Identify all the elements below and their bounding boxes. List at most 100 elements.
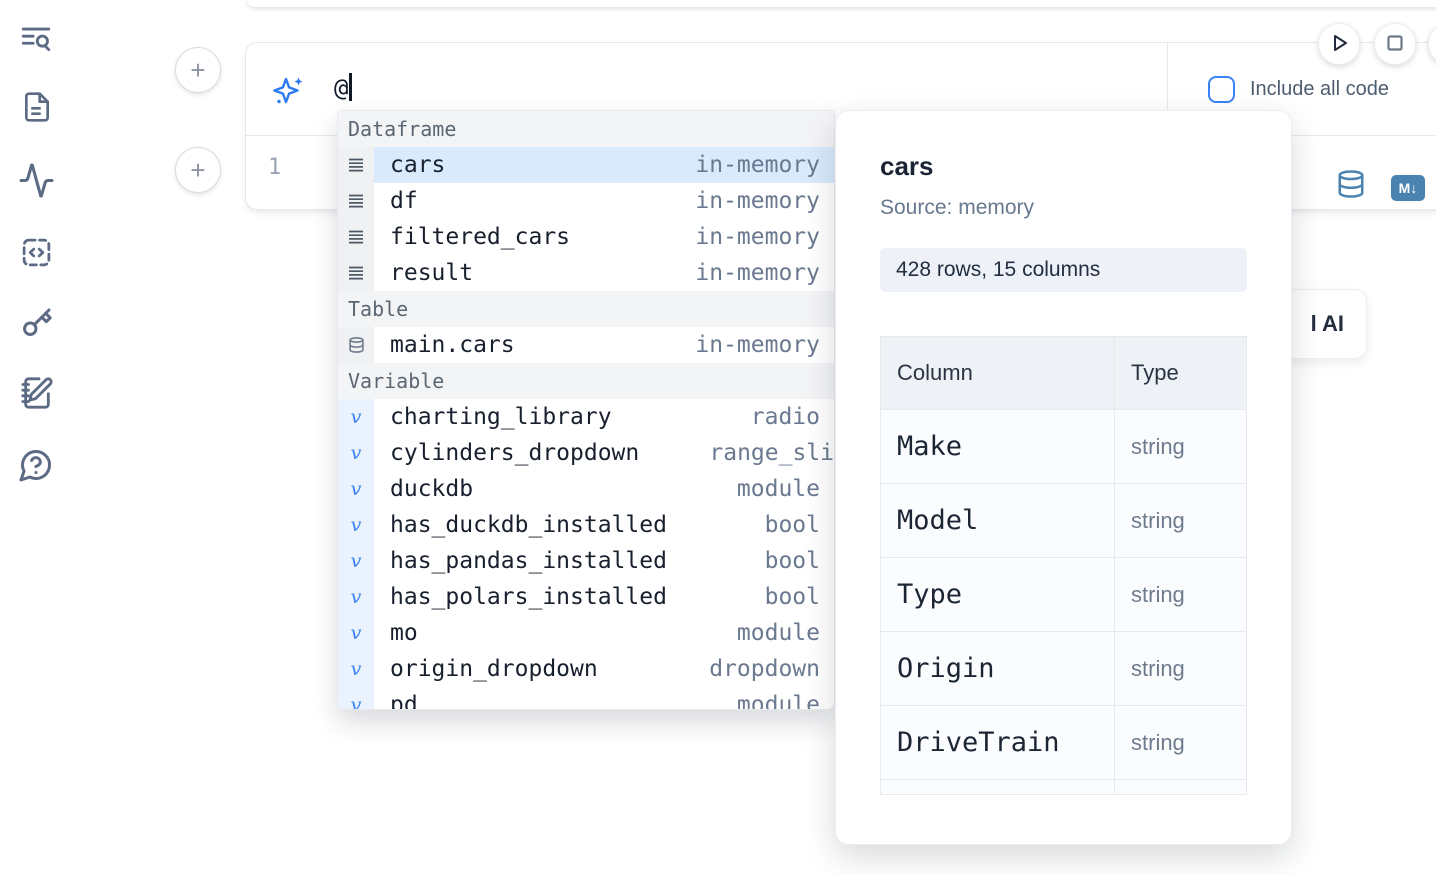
item-type: range_sli bbox=[709, 440, 834, 466]
item-type: module bbox=[736, 476, 820, 502]
variable-icon: v bbox=[338, 543, 374, 579]
schema-column-type: string bbox=[1114, 706, 1246, 779]
autocomplete-item-main-cars[interactable]: main.cars in-memory bbox=[338, 327, 834, 363]
previous-cell-bottom-edge bbox=[245, 0, 1436, 8]
autocomplete-item-has-duckdb-installed[interactable]: v has_duckdb_installed bool bbox=[338, 507, 834, 543]
add-cell-above-button[interactable]: + bbox=[175, 47, 221, 93]
ai-prompt-input[interactable]: @ bbox=[334, 73, 352, 102]
key-icon bbox=[19, 304, 55, 340]
item-type: in-memory bbox=[695, 332, 820, 358]
schema-column-name bbox=[881, 780, 1114, 794]
ai-prompt-text: @ bbox=[334, 74, 349, 102]
datasource-preview-panel: cars Source: memory 428 rows, 15 columns… bbox=[835, 110, 1292, 845]
schema-row: DriveTrain string bbox=[881, 705, 1246, 779]
item-name: duckdb bbox=[390, 476, 474, 502]
item-name: filtered_cars bbox=[390, 224, 571, 250]
autocomplete-item-df[interactable]: df in-memory bbox=[338, 183, 834, 219]
item-name: result bbox=[390, 260, 474, 286]
stop-square-icon bbox=[1380, 28, 1410, 61]
item-type: in-memory bbox=[695, 152, 820, 178]
code-editor-row[interactable]: 1 M↓ bbox=[246, 136, 1436, 210]
autocomplete-item-origin-dropdown[interactable]: v origin_dropdown dropdown bbox=[338, 651, 834, 687]
schema-header-column: Column bbox=[897, 360, 973, 385]
line-number: 1 bbox=[268, 155, 282, 180]
schema-column-name: Model bbox=[897, 505, 979, 536]
item-name: charting_library bbox=[390, 404, 612, 430]
variable-icon: v bbox=[338, 399, 374, 435]
schema-row-clipped bbox=[881, 779, 1246, 794]
item-type: in-memory bbox=[695, 260, 820, 286]
schema-column-type: string bbox=[1114, 558, 1246, 631]
autocomplete-item-result[interactable]: result in-memory bbox=[338, 255, 834, 291]
item-name: has_polars_installed bbox=[390, 584, 667, 610]
variable-icon: v bbox=[338, 579, 374, 615]
variable-icon: v bbox=[338, 507, 374, 543]
schema-column-type: string bbox=[1114, 632, 1246, 705]
markdown-icon: M↓ bbox=[1398, 180, 1418, 196]
autocomplete-item-mo[interactable]: v mo module bbox=[338, 615, 834, 651]
autocomplete-item-cars[interactable]: cars in-memory bbox=[338, 147, 834, 183]
include-all-code-section: Include all code bbox=[1167, 43, 1436, 135]
item-type: module bbox=[736, 620, 820, 646]
autocomplete-item-cylinders-dropdown[interactable]: v cylinders_dropdown range_sli bbox=[338, 435, 834, 471]
item-name: df bbox=[390, 188, 418, 214]
dataframe-rows-icon bbox=[338, 183, 374, 219]
dataframe-rows-icon bbox=[338, 147, 374, 183]
sidebar-item-files[interactable] bbox=[21, 90, 53, 124]
sidebar-item-snippets[interactable] bbox=[20, 236, 53, 269]
variable-icon: v bbox=[338, 687, 374, 709]
schema-column-name: Make bbox=[897, 431, 963, 462]
variable-icon: v bbox=[338, 651, 374, 687]
schema-table: Column Type Make string Model string Typ… bbox=[880, 336, 1247, 795]
item-type: dropdown bbox=[709, 656, 820, 682]
markdown-badge-button[interactable]: M↓ bbox=[1391, 175, 1425, 201]
scratchpad-notebook-icon bbox=[20, 376, 54, 410]
text-search-icon bbox=[19, 22, 53, 56]
database-icon bbox=[338, 327, 374, 363]
sidebar-item-scratchpad[interactable] bbox=[20, 376, 54, 410]
ai-sparkle-icon bbox=[272, 74, 306, 113]
add-cell-below-button[interactable]: + bbox=[175, 147, 221, 193]
item-name: main.cars bbox=[390, 332, 515, 358]
sidebar-item-table-of-contents[interactable] bbox=[19, 22, 53, 56]
schema-column-type bbox=[1114, 780, 1246, 794]
help-chat-icon bbox=[18, 447, 54, 483]
item-type: bool bbox=[764, 512, 820, 538]
shape-badge: 428 rows, 15 columns bbox=[880, 248, 1247, 292]
panel-title: cars bbox=[880, 151, 934, 181]
schema-column-name: Origin bbox=[897, 653, 995, 684]
sidebar-item-help[interactable] bbox=[18, 447, 54, 483]
activity-icon bbox=[18, 162, 55, 199]
dataframe-rows-icon bbox=[338, 219, 374, 255]
variable-icon: v bbox=[338, 615, 374, 651]
schema-header-type: Type bbox=[1114, 337, 1246, 409]
variable-icon: v bbox=[338, 471, 374, 507]
run-cell-button[interactable] bbox=[1318, 23, 1360, 65]
panel-source: Source: memory bbox=[880, 196, 1035, 219]
autocomplete-section-variable: Variable bbox=[338, 363, 834, 399]
item-name: mo bbox=[390, 620, 418, 646]
datasource-button[interactable] bbox=[1336, 168, 1366, 203]
autocomplete-item-pd[interactable]: v pd module bbox=[338, 687, 834, 710]
autocomplete-item-duckdb[interactable]: v duckdb module bbox=[338, 471, 834, 507]
item-name: has_duckdb_installed bbox=[390, 512, 667, 538]
item-name: pd bbox=[390, 692, 418, 710]
autocomplete-item-has-pandas-installed[interactable]: v has_pandas_installed bool bbox=[338, 543, 834, 579]
code-snippets-icon bbox=[20, 236, 53, 269]
autocomplete-item-has-polars-installed[interactable]: v has_polars_installed bool bbox=[338, 579, 834, 615]
autocomplete-item-filtered-cars[interactable]: filtered_cars in-memory bbox=[338, 219, 834, 255]
item-type: bool bbox=[764, 548, 820, 574]
schema-row: Origin string bbox=[881, 631, 1246, 705]
item-type: module bbox=[736, 692, 820, 710]
schema-column-type: string bbox=[1114, 410, 1246, 483]
schema-row: Type string bbox=[881, 557, 1246, 631]
stop-button[interactable] bbox=[1374, 23, 1416, 65]
item-name: origin_dropdown bbox=[390, 656, 598, 682]
schema-header-row: Column Type bbox=[881, 337, 1246, 409]
include-all-code-checkbox[interactable] bbox=[1208, 75, 1235, 103]
variable-icon: v bbox=[338, 435, 374, 471]
sidebar-item-secrets[interactable] bbox=[19, 304, 55, 340]
autocomplete-item-charting-library[interactable]: v charting_library radio bbox=[338, 399, 834, 435]
sidebar-item-dependencies[interactable] bbox=[18, 162, 55, 199]
